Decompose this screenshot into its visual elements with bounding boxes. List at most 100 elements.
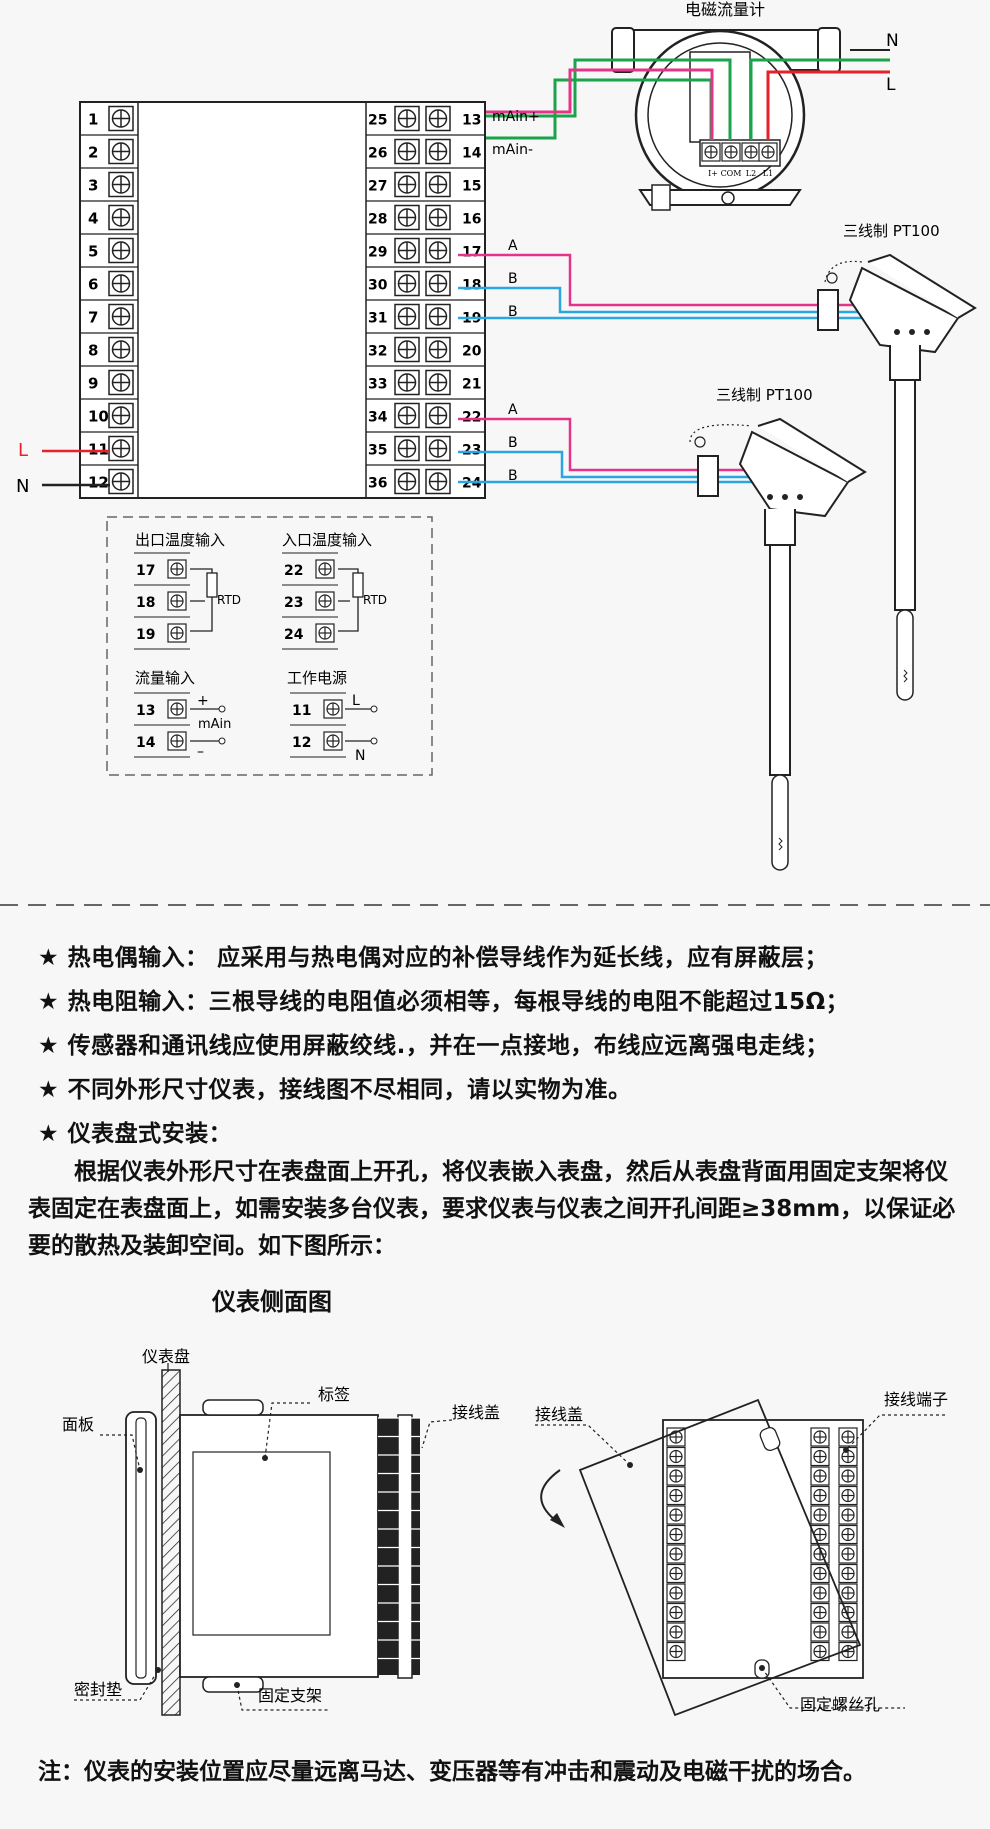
mid-term-25: 25 xyxy=(368,113,387,129)
mid-term-27: 27 xyxy=(368,179,387,195)
fm-term-label-3: L2 xyxy=(746,169,756,178)
side-view-title: 仪表侧面图 xyxy=(212,1287,332,1316)
label-panel: 仪表盘 xyxy=(142,1347,190,1366)
flowmeter-wires xyxy=(460,49,890,140)
label-bracket: 固定支架 xyxy=(258,1686,322,1705)
left-term-11: 11 xyxy=(88,441,109,459)
legend-power-12: 12 xyxy=(292,735,311,751)
legend-mAin: mAin xyxy=(198,717,231,732)
flowmeter-terminals xyxy=(701,142,778,162)
left-term-8: 8 xyxy=(88,342,98,360)
s1-b2-label: B xyxy=(508,304,518,320)
legend-out-18: 18 xyxy=(136,595,155,611)
left-term-9: 9 xyxy=(88,375,98,393)
bullet-panel-mount: ★ 仪表盘式安装： xyxy=(38,1121,233,1147)
mid-term-30: 30 xyxy=(368,278,388,294)
legend-power-title: 工作电源 xyxy=(287,669,347,687)
s2-a-label: A xyxy=(508,402,518,418)
legend-L: L xyxy=(352,693,360,709)
label-face: 面板 xyxy=(62,1415,94,1434)
mid-term-32: 32 xyxy=(368,344,387,360)
fm-term-label-2: COM xyxy=(721,169,742,178)
meter-l-label: L xyxy=(18,440,28,461)
right-term-23: 23 xyxy=(462,443,481,459)
label-back-cover: 接线盖 xyxy=(535,1405,583,1424)
legend-plus: + xyxy=(197,693,209,709)
right-term-16: 16 xyxy=(462,212,481,228)
left-term-5: 5 xyxy=(88,243,98,261)
left-term-3: 3 xyxy=(88,177,98,195)
legend-in-23: 23 xyxy=(284,595,303,611)
legend-out-title: 出口温度输入 xyxy=(135,531,225,549)
meter-power-wires: L N xyxy=(16,440,110,497)
right-term-21: 21 xyxy=(462,377,481,393)
mount-paragraph: 根据仪表外形尺寸在表盘面上开孔，将仪表嵌入表盘，然后从表盘背面用固定支架将仪表固… xyxy=(28,1159,956,1259)
mid-term-35: 35 xyxy=(368,443,387,459)
mid-term-31: 31 xyxy=(368,311,387,327)
legend-in-title: 入口温度输入 xyxy=(282,531,372,549)
left-term-2: 2 xyxy=(88,144,98,162)
label-tag: 标签 xyxy=(318,1385,350,1404)
panel-plate xyxy=(161,1369,181,1716)
legend-power-11: 11 xyxy=(292,703,311,719)
legend-out-19: 19 xyxy=(136,627,155,643)
legend-in-24: 24 xyxy=(284,627,304,643)
mid-term-28: 28 xyxy=(368,212,387,228)
flowmeter: 电磁流量计 I+ COM L2 L1 N L xyxy=(611,0,899,211)
back-view: 接线盖 接线端子 固定螺丝孔 xyxy=(535,1390,948,1717)
fm-term-label-1: I+ xyxy=(708,169,718,178)
legend-rtd-in: RTD xyxy=(363,593,387,607)
right-term-20: 20 xyxy=(462,344,482,360)
left-term-10: 10 xyxy=(88,408,109,426)
label-cover: 接线盖 xyxy=(452,1403,500,1422)
legend-N: N xyxy=(355,748,365,764)
bullet-shape: ★ 不同外形尺寸仪表，接线图不尽相同，请以实物为准。 xyxy=(38,1077,632,1103)
fm-term-label-4: L1 xyxy=(763,169,773,178)
s1-b1-label: B xyxy=(508,271,518,287)
mid-term-34: 34 xyxy=(368,410,388,426)
right-term-17: 17 xyxy=(462,245,481,261)
bullet-rtd: ★ 热电阻输入：三根导线的电阻值必须相等，每根导线的电阻不能超过15Ω； xyxy=(38,989,850,1015)
s1-a-label: A xyxy=(508,238,518,254)
right-term-13: 13 xyxy=(462,113,481,129)
label-gasket: 密封垫 xyxy=(74,1680,122,1699)
note-text: 注：仪表的安装位置应尽量远离马达、变压器等有冲击和震动及电磁干扰的场合。 xyxy=(38,1759,866,1785)
left-term-7: 7 xyxy=(88,309,98,327)
label-back-screw: 固定螺丝孔 xyxy=(800,1695,880,1714)
pt100-sensor-1: 三线制 PT100 xyxy=(817,222,977,701)
left-term-6: 6 xyxy=(88,276,98,294)
right-term-18: 18 xyxy=(462,278,481,294)
bullet-shield: ★ 传感器和通讯线应使用屏蔽绞线.，并在一点接地，布线应远离强电走线； xyxy=(38,1033,829,1059)
s2-b2-label: B xyxy=(508,468,518,484)
legend-minus: – xyxy=(197,744,204,760)
left-term-4: 4 xyxy=(88,210,98,228)
fm-l-label: L xyxy=(886,75,896,95)
right-term-22: 22 xyxy=(462,410,481,426)
legend-flow-title: 流量输入 xyxy=(135,669,195,687)
side-view: 仪表盘 面板 标签 接线盖 密封垫 固定支架 xyxy=(62,1347,500,1716)
right-term-15: 15 xyxy=(462,179,481,195)
left-term-12: 12 xyxy=(88,474,109,492)
s1-title: 三线制 PT100 xyxy=(843,222,940,240)
meter-n-label: N xyxy=(16,476,29,497)
label-back-terminal: 接线端子 xyxy=(884,1390,948,1409)
legend-out-17: 17 xyxy=(136,563,155,579)
mAin-minus-label: mAin- xyxy=(492,142,533,158)
sensor1-wires xyxy=(458,253,900,320)
left-term-1: 1 xyxy=(88,111,98,129)
mid-term-29: 29 xyxy=(368,245,387,261)
legend-flow-13: 13 xyxy=(136,703,155,719)
mAin-plus-label: mAin+ xyxy=(492,109,540,125)
flowmeter-title: 电磁流量计 xyxy=(685,0,765,19)
mid-term-36: 36 xyxy=(368,476,387,492)
mid-term-26: 26 xyxy=(368,146,387,162)
fm-n-label: N xyxy=(886,31,899,51)
right-term-24: 24 xyxy=(462,476,482,492)
right-term-14: 14 xyxy=(462,146,482,162)
s2-title: 三线制 PT100 xyxy=(716,386,813,404)
bullet-thermocouple: ★ 热电偶输入： 应采用与热电偶对应的补偿导线作为延长线，应有屏蔽层； xyxy=(38,945,829,971)
legend-in-22: 22 xyxy=(284,563,303,579)
